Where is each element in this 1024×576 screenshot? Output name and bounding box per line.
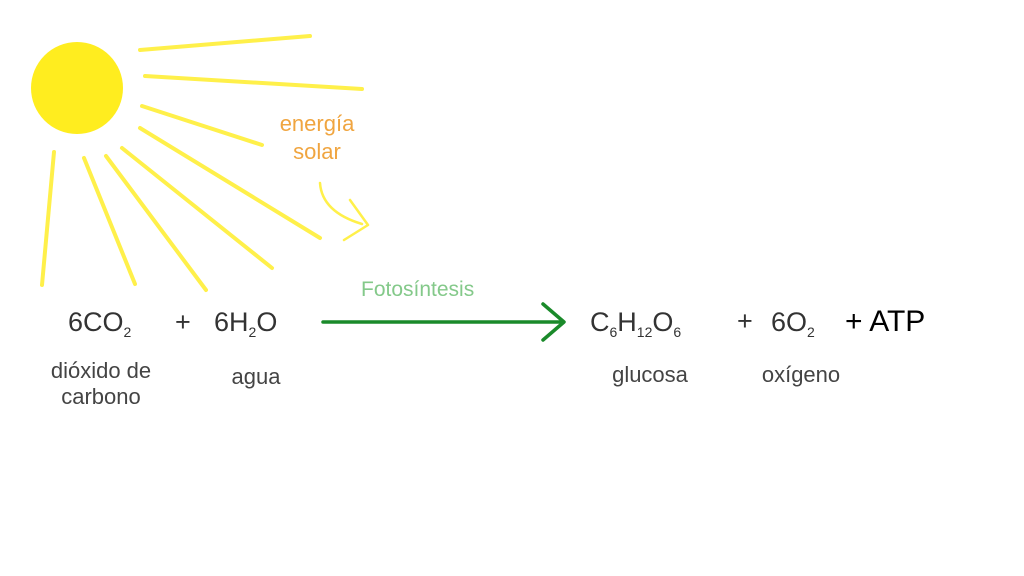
subscript: 6 bbox=[609, 324, 618, 340]
reactant-h2o-formula: 6H2O bbox=[214, 307, 278, 340]
reactant-co2-formula: 6CO2 bbox=[68, 307, 132, 340]
sun-rays bbox=[40, 34, 364, 292]
subscript: 2 bbox=[248, 324, 257, 340]
energy-label-line2: solar bbox=[293, 138, 341, 164]
subscript: 2 bbox=[123, 324, 132, 340]
coefficient: 6 bbox=[68, 307, 84, 337]
sun-ray bbox=[40, 150, 56, 287]
element-symbol: C bbox=[83, 307, 103, 337]
energy-label: energía solar bbox=[262, 110, 372, 165]
label-line: oxígeno bbox=[761, 362, 841, 387]
reaction-arrow-icon bbox=[321, 302, 566, 342]
product-glucose-label: glucosa bbox=[598, 362, 702, 388]
sun-ray bbox=[120, 146, 274, 270]
element-symbol: H bbox=[617, 307, 637, 337]
subscript: 2 bbox=[807, 324, 815, 340]
sun-ray bbox=[140, 104, 264, 147]
subscript: 6 bbox=[673, 324, 682, 340]
element-symbol: C bbox=[590, 307, 610, 337]
element-symbol: O bbox=[786, 307, 808, 337]
element-symbol: O bbox=[256, 307, 278, 337]
sun-ray bbox=[138, 34, 312, 52]
product-glucose-formula: C6H12O6 bbox=[590, 307, 682, 340]
reactant-co2-label: dióxido de carbono bbox=[34, 358, 168, 411]
element-symbol: H bbox=[229, 307, 249, 337]
curved-arrow-head bbox=[342, 198, 370, 242]
sun-ray bbox=[82, 156, 137, 286]
label-line: dióxido de bbox=[50, 358, 152, 383]
product-o2-formula: 6O2 bbox=[771, 307, 815, 340]
label-line: agua bbox=[231, 364, 281, 389]
coefficient: 6 bbox=[771, 307, 787, 337]
atp-term: + ATP bbox=[845, 305, 926, 338]
subscript: 12 bbox=[636, 324, 653, 340]
curved-arrow-icon bbox=[318, 181, 364, 226]
element-symbol: O bbox=[652, 307, 674, 337]
sun-ray bbox=[138, 126, 322, 240]
reaction-arrow-head bbox=[541, 302, 566, 342]
plus-sign: + bbox=[175, 307, 191, 337]
reactant-h2o-label: agua bbox=[214, 364, 298, 390]
coefficient: 6 bbox=[214, 307, 230, 337]
process-label: Fotosíntesis bbox=[361, 278, 475, 301]
label-line: glucosa bbox=[612, 362, 688, 387]
product-o2-label: oxígeno bbox=[748, 362, 854, 388]
element-symbol: O bbox=[102, 307, 124, 337]
plus-sign: + bbox=[737, 306, 753, 336]
energy-label-line1: energía bbox=[279, 111, 355, 136]
sun-ray bbox=[143, 74, 364, 91]
sun-icon bbox=[31, 42, 123, 134]
label-line: carbono bbox=[61, 384, 141, 410]
sun-ray bbox=[104, 154, 208, 292]
